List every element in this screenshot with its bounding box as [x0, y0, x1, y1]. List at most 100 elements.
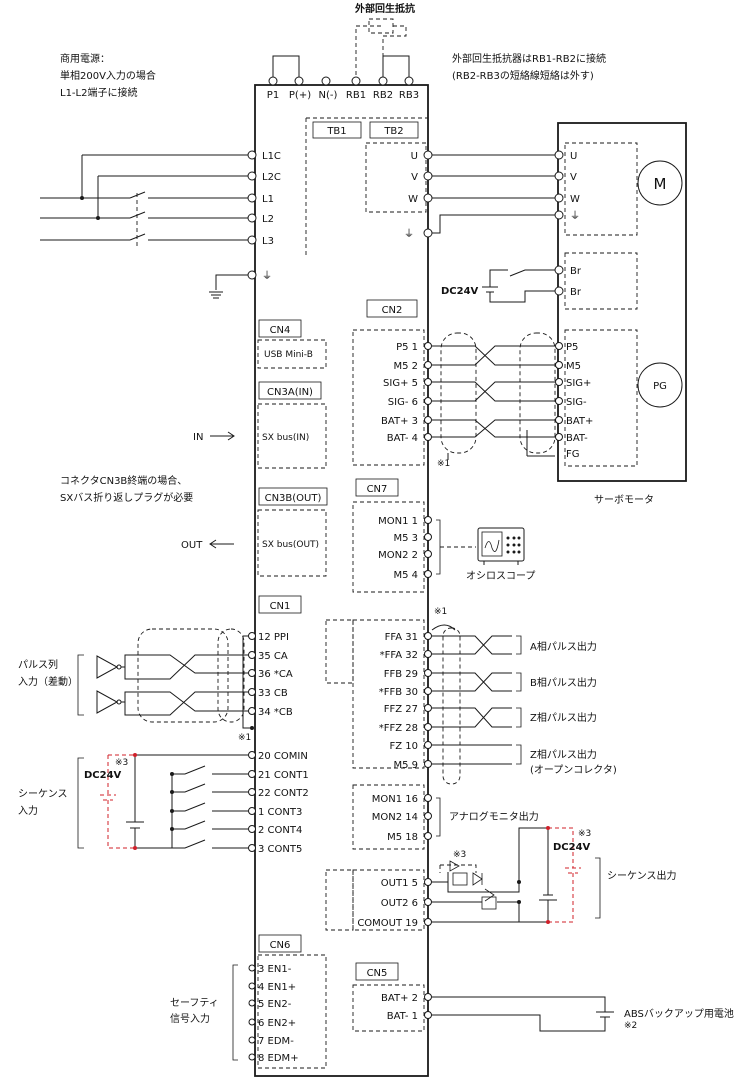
cn2-dashed-block	[352, 329, 425, 466]
cn1-pin-12-ppi: 12 PPI	[258, 632, 289, 643]
terminal-l2: L2	[262, 214, 274, 225]
cn1-pin-21-cont1: 21 CONT1	[258, 770, 309, 781]
cn4-label: CN4	[270, 325, 291, 336]
cn1-right-mark1: ※1	[434, 607, 447, 617]
cn7-pin-mon2: MON2 2	[378, 550, 418, 561]
power-note-2: 単相200V入力の場合	[60, 69, 156, 82]
cn2-pin-sig-minus: SIG- 6	[388, 397, 418, 408]
brake-br-2: Br	[570, 287, 582, 298]
cn2-pin-sig-plus: SIG+ 5	[383, 378, 418, 389]
pulse-output-wiring	[431, 624, 522, 785]
cn3b-note-2: SXバス折り返しプラグが必要	[60, 491, 193, 504]
cn1-pin-20-comin: 20 COMIN	[258, 751, 308, 762]
oscilloscope-icon	[477, 527, 525, 565]
cn6-pin-edm-plus: 8 EDM+	[258, 1053, 299, 1064]
cn5-pins: BAT+ 2 BAT- 1	[381, 993, 614, 1032]
cn3a-label: CN3A(IN)	[267, 387, 313, 398]
cn2-box	[366, 299, 418, 318]
cn2-mark1: ※1	[437, 459, 450, 469]
pg-symbol: PG	[653, 381, 667, 392]
brake-wiring: Br Br DC24V	[441, 265, 582, 303]
seq-output-label: シーケンス出力	[607, 869, 677, 882]
tb2-u: U	[411, 151, 418, 162]
cn4-dashed-block	[257, 339, 327, 369]
cn3b-label: CN3B(OUT)	[265, 493, 322, 504]
cn7-pin-m5-4: M5 4	[393, 570, 418, 581]
terminal-rb2: RB2	[373, 90, 393, 101]
cn1-right-dashed-block	[352, 619, 425, 769]
cn5-label: CN5	[367, 968, 388, 979]
in-label: IN	[193, 432, 203, 443]
cn7-pin-m5-3: M5 3	[393, 533, 418, 544]
motor-circle	[637, 160, 683, 206]
cn3a-box	[258, 381, 322, 400]
tb2-label: TB2	[383, 126, 403, 137]
brake-br-1: Br	[570, 266, 582, 277]
abs-battery-label: ABSバックアップ用電池	[624, 1007, 734, 1020]
motor-power-block	[564, 142, 638, 236]
safety-label-2: 信号入力	[170, 1012, 210, 1025]
motor-symbol: M	[654, 175, 667, 193]
motor-w: W	[570, 194, 580, 205]
power-terminal-labels: L1C L2C L1 L2 L3 ⏚	[262, 151, 281, 282]
abs-battery-mark2: ※2	[624, 1021, 637, 1031]
power-note-3: L1-L2端子に接続	[60, 86, 137, 99]
pg-block	[564, 329, 638, 467]
servo-amplifier-outline	[254, 84, 429, 1077]
safety-label-1: セーフティ	[170, 997, 219, 1009]
cn6-box	[258, 934, 302, 953]
cn1-pin-m5-9: M5 9	[393, 760, 418, 771]
cn1-left-mark1: ※1	[238, 733, 251, 743]
cn1-pin-ffb-n: *FFB 30	[379, 687, 418, 698]
cn6-pin-en2-plus: 6 EN2+	[258, 1018, 296, 1029]
tb2-v: V	[411, 172, 418, 183]
oscilloscope-label: オシロスコープ	[466, 570, 535, 582]
motor-terminals: U V W ⏚	[554, 150, 580, 222]
in-arrow-icon	[210, 431, 235, 441]
pulse-output-a: A相パルス出力	[530, 640, 597, 653]
pg-m5: M5	[566, 361, 581, 372]
pulse-output-b: B相パルス出力	[530, 676, 597, 689]
cn1-label: CN1	[270, 601, 291, 612]
cn6-pins: 3 EN1- 4 EN1+ 5 EN2- 6 EN2+ 7 EDM- 8 EDM…	[232, 964, 299, 1064]
cn1-pin-m5-18: M5 18	[387, 832, 418, 843]
seq-output-mark3-diode: ※3	[453, 850, 466, 860]
cn3b-port: SX bus(OUT)	[262, 540, 319, 550]
tb2-w: W	[408, 194, 418, 205]
cn7-box	[355, 478, 399, 497]
seq-input-dc24v: DC24V	[84, 770, 122, 781]
terminal-p-plus: P(+)	[289, 90, 311, 101]
cn1-pin-out1: OUT1 5	[381, 878, 418, 889]
cn1-pin-ffz-n: *FFZ 28	[379, 723, 418, 734]
tb2-ground-icon: ⏚	[404, 228, 414, 240]
terminal-l3: L3	[262, 236, 274, 247]
seq-output-mark3: ※3	[578, 829, 591, 839]
cn1-pin-ffa: FFA 31	[385, 632, 418, 643]
cn1-pin-1-cont3: 1 CONT3	[258, 807, 302, 818]
cn2-pins: P5 1 M5 2 SIG+ 5 SIG- 6 BAT+ 3 BAT- 4	[381, 342, 432, 444]
cn6-pin-en1-minus: 3 EN1-	[258, 964, 292, 975]
cn2-pin-bat-minus: BAT- 4	[387, 433, 418, 444]
terminal-n-minus: N(-)	[319, 90, 338, 101]
pulse-output-z: Z相パルス出力	[530, 711, 597, 724]
cn7-pins: MON1 1 M5 3 MON2 2 M5 4	[378, 516, 476, 581]
seq-input-label-2: 入力	[18, 804, 38, 817]
servo-motor-outline	[557, 122, 687, 482]
tb2-box	[369, 121, 419, 139]
pg-bat-minus: BAT-	[566, 433, 588, 444]
cn5-box	[355, 962, 399, 981]
out-label: OUT	[181, 540, 203, 551]
cn1-pin-comout: COMOUT 19	[357, 918, 418, 929]
terminal-l2c: L2C	[262, 172, 281, 183]
seq-input-label-1: シーケンス	[18, 788, 68, 800]
seq-output-dc24v: DC24V	[553, 842, 591, 853]
cn5-pin-bat-plus: BAT+ 2	[381, 993, 418, 1004]
tb1-label: TB1	[326, 126, 346, 137]
cn3a-port: SX bus(IN)	[262, 433, 309, 443]
cn3b-dashed-block	[257, 509, 327, 577]
regen-note-1: 外部回生抵抗器はRB1-RB2に接続	[452, 52, 606, 65]
cn1-pin-ffb: FFB 29	[384, 669, 418, 680]
terminal-rb3: RB3	[399, 90, 419, 101]
pulse-input-drivers	[77, 628, 254, 730]
